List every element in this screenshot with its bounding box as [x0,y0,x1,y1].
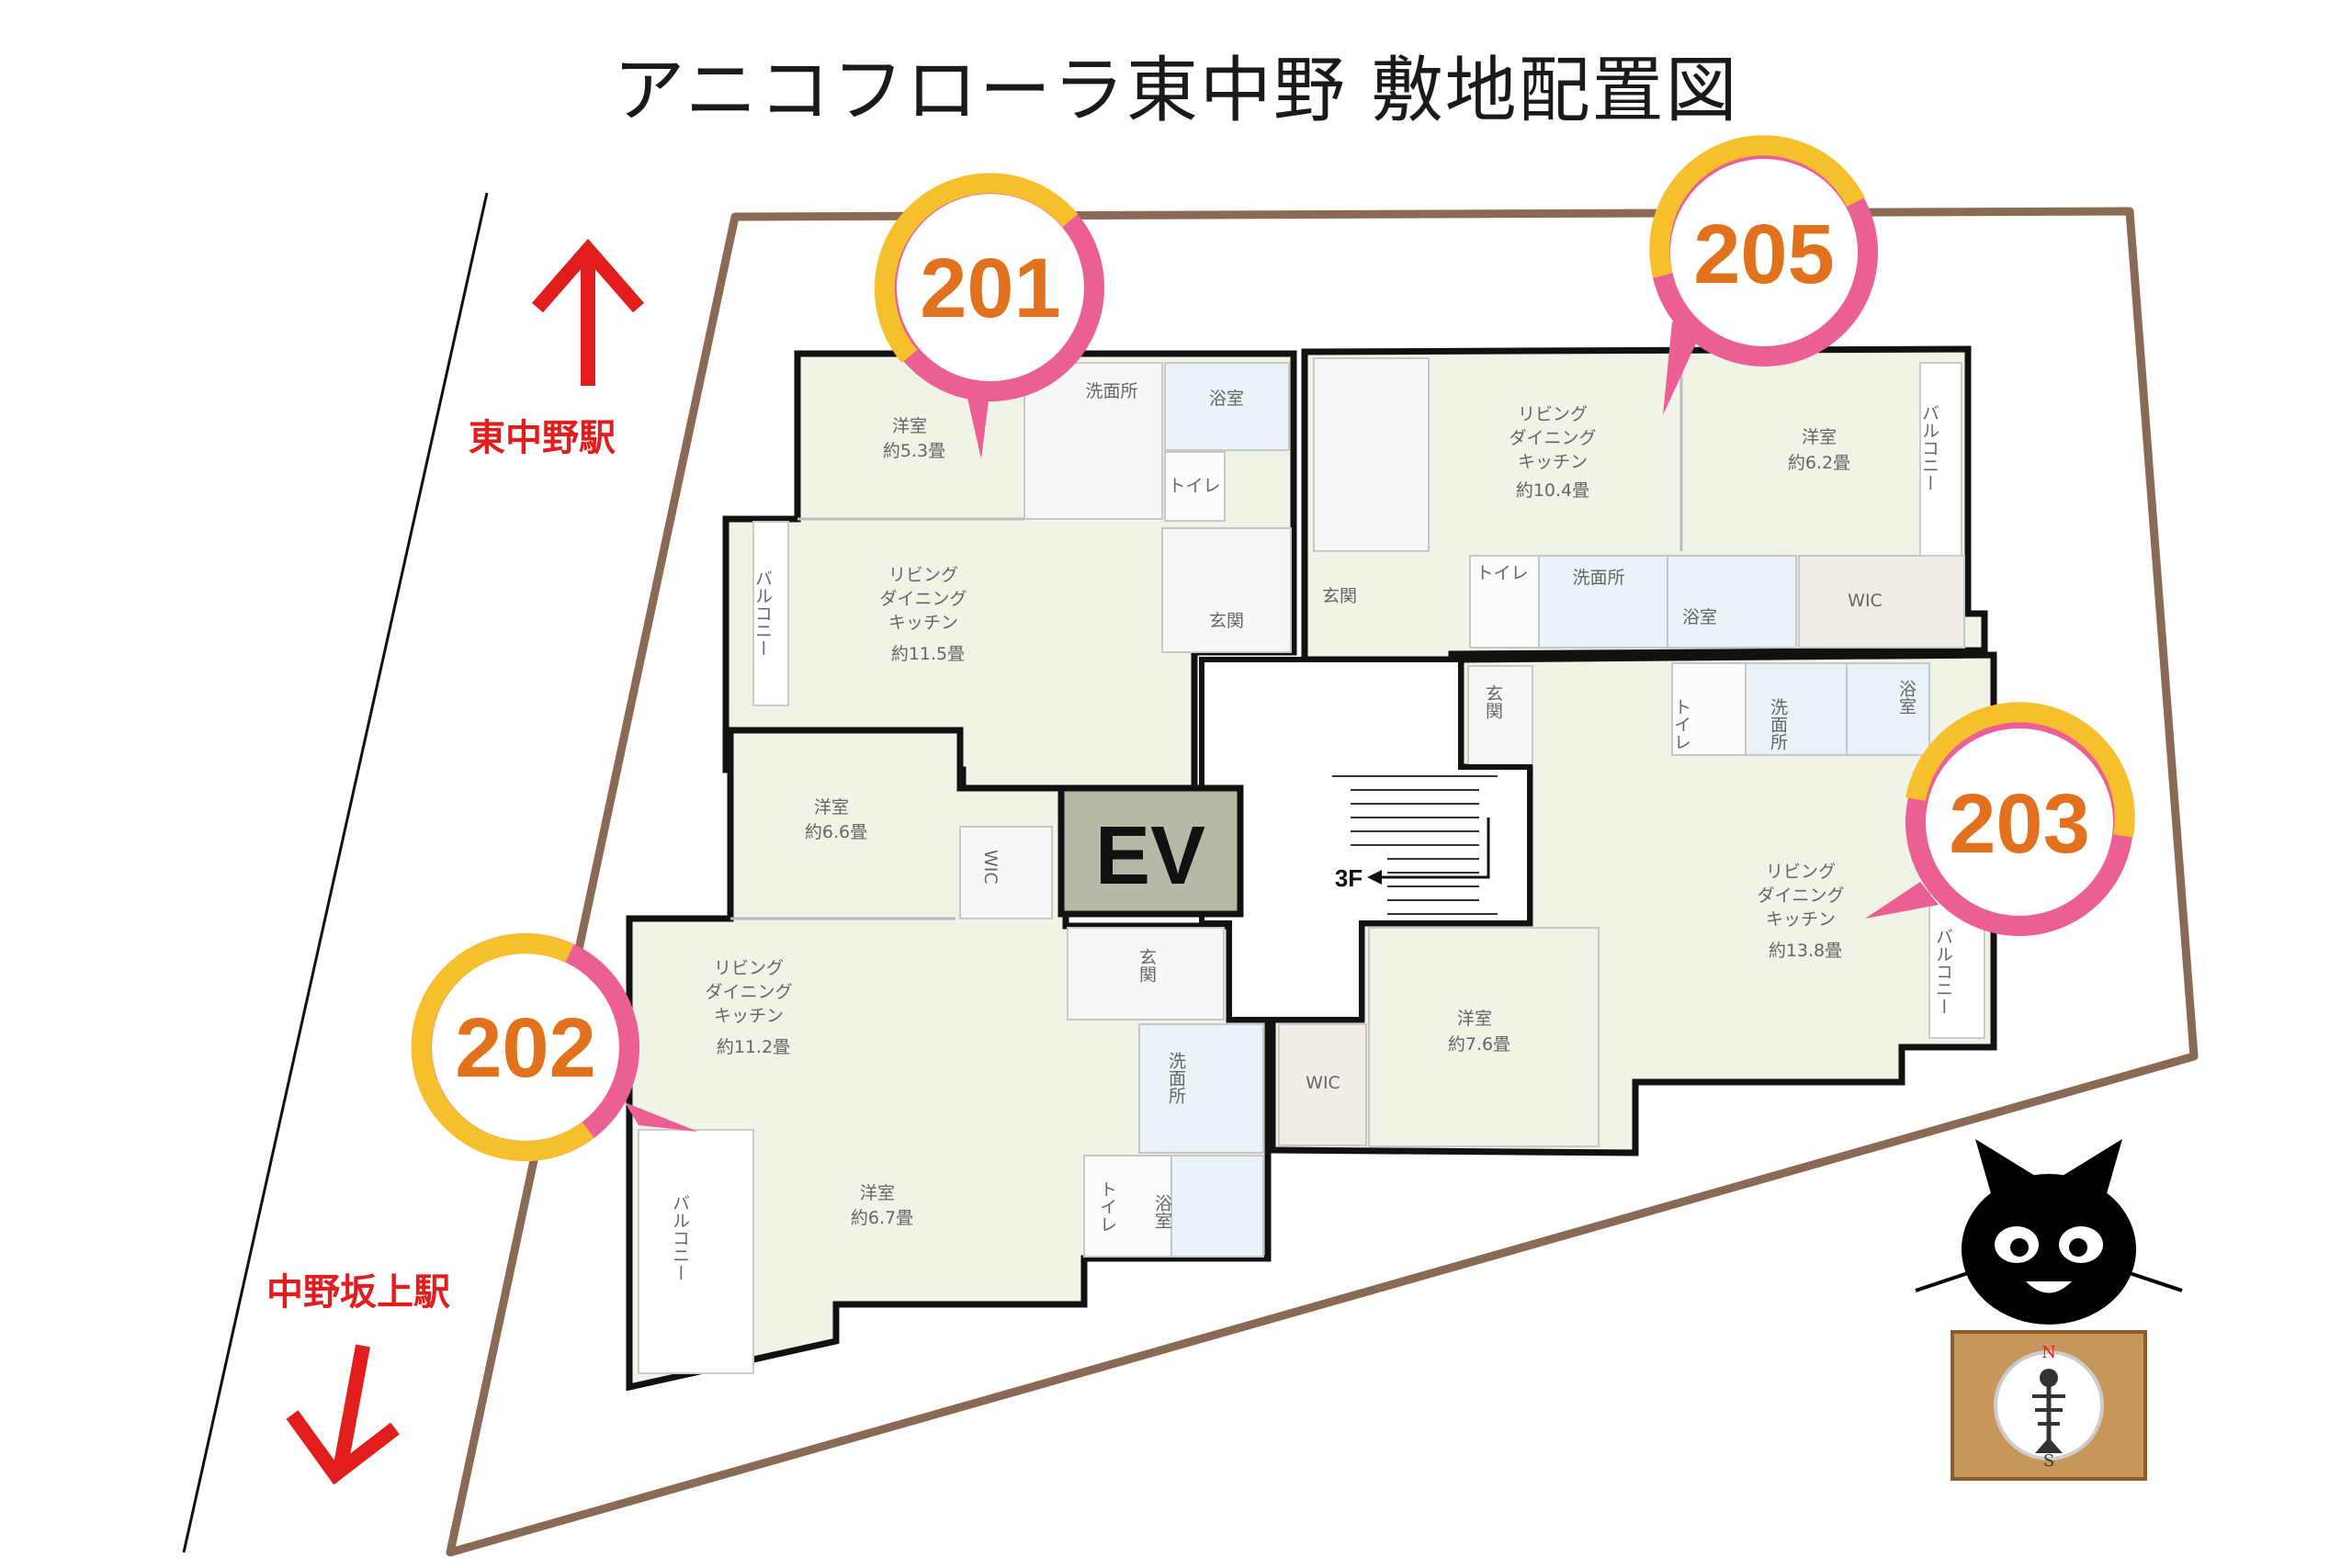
room-label: トイレ [1476,563,1528,583]
room-label: 玄関 [1483,684,1503,719]
compass-icon: N S [1951,1330,2147,1481]
room-size: 約6.7畳 [851,1208,913,1228]
elevator: EV [1057,784,1244,918]
unit-badge-205[interactable]: 205 [1649,135,1878,415]
room-label: バルコニー [670,1194,690,1281]
room-label: 洗面所 [1768,698,1788,750]
unit-number: 203 [1949,777,2090,871]
room-label: キッチン [1766,909,1836,930]
room-label: リビング [1766,862,1836,882]
room-label: WIC [1848,591,1883,611]
unit-badge-203[interactable]: 203 [1865,702,2135,936]
room-label: キッチン [714,1006,784,1026]
room-label: バルコニー [1933,928,1953,1015]
room-size: 約6.6畳 [805,822,867,842]
room-size: 約10.4畳 [1516,480,1589,501]
compass-south-label: S [2043,1451,2054,1471]
room-size: 約11.5畳 [891,644,965,664]
room-label: トイレ [1097,1180,1117,1233]
room-label: ダイニング [879,589,967,609]
room-label: ダイニング [1509,428,1596,448]
cat-mascot-icon [1915,1139,2183,1325]
north-station-label: 東中野駅 [469,417,616,459]
unit-205-room-labels: リビング ダイニング キッチン 約10.4畳 洋室 約6.2畳 バルコニー 玄関… [1322,404,1939,627]
room-label: 洗面所 [1166,1052,1186,1104]
room-label: 浴室 [1896,680,1917,715]
page-title: アニコフローラ東中野 敷地配置図 [613,50,1739,132]
stair-floor-label: 3F [1335,864,1363,892]
rail-line [182,192,489,1553]
unit-201-floorplan [722,350,1297,821]
room-label: 洋室 [1457,1009,1492,1029]
unit-number: 205 [1693,208,1835,301]
compass-north-label: N [2041,1343,2056,1362]
unit-202-floorplan [626,727,1272,1392]
room-label: キッチン [1518,452,1588,472]
room-label: 洗面所 [1572,568,1624,588]
room-label: WIC [1306,1073,1340,1093]
room-label: ダイニング [1757,886,1844,906]
room-label: キッチン [888,613,958,633]
stair-core: 3F [1199,657,1532,1022]
unit-201-room-labels: 洋室 約5.3畳 洗面所 浴室 トイレ 玄関 リビング ダイニング キッチン 約… [752,381,1244,664]
south-arrow-icon [286,1344,400,1485]
room-label: 玄関 [1322,586,1357,606]
room-label: 洋室 [892,416,927,436]
room-size: 約7.6畳 [1448,1034,1510,1055]
unit-number: 201 [920,242,1061,335]
unit-202-room-labels: 洋室 約6.6畳 WIC リビング ダイニング キッチン 約11.2畳 玄関 洗… [670,797,1186,1281]
room-size: 約13.8畳 [1769,941,1842,961]
room-label: リビング [714,958,784,978]
unit-203-floorplan [1269,651,1997,1156]
room-label: WIC [980,850,1001,885]
room-label: 洗面所 [1085,381,1137,401]
unit-203-room-labels: 玄関 トイレ 洗面所 浴室 リビング ダイニング キッチン 約13.8畳 バルコ… [1306,680,1953,1093]
room-label: 玄関 [1209,611,1244,631]
room-label: ダイニング [705,982,792,1002]
room-label: 洋室 [814,797,849,818]
elevator-label: EV [1095,810,1205,902]
room-label: 浴室 [1682,607,1717,627]
room-size: 約6.2畳 [1788,453,1850,473]
room-label: バルコニー [1919,404,1939,491]
room-size: 約11.2畳 [717,1037,790,1057]
unit-number: 202 [455,1001,596,1095]
room-label: リビング [1518,404,1588,424]
room-label: 洋室 [860,1183,895,1203]
room-label: 玄関 [1136,948,1157,983]
unit-badge-201[interactable]: 201 [874,173,1104,459]
north-arrow-icon [531,238,645,386]
unit-badge-202[interactable]: 202 [411,933,698,1162]
room-label: バルコニー [752,570,773,657]
unit-205-floorplan [1301,345,1988,663]
room-size: 約5.3畳 [883,441,945,461]
south-station-label: 中野坂上駅 [266,1271,450,1314]
room-label: リビング [888,565,958,585]
room-label: 洋室 [1802,427,1837,447]
room-label: トイレ [1671,698,1691,750]
fish-bone-icon [2032,1369,2065,1453]
room-label: トイレ [1168,476,1220,496]
room-label: 浴室 [1209,389,1244,409]
room-label: 浴室 [1152,1194,1172,1229]
